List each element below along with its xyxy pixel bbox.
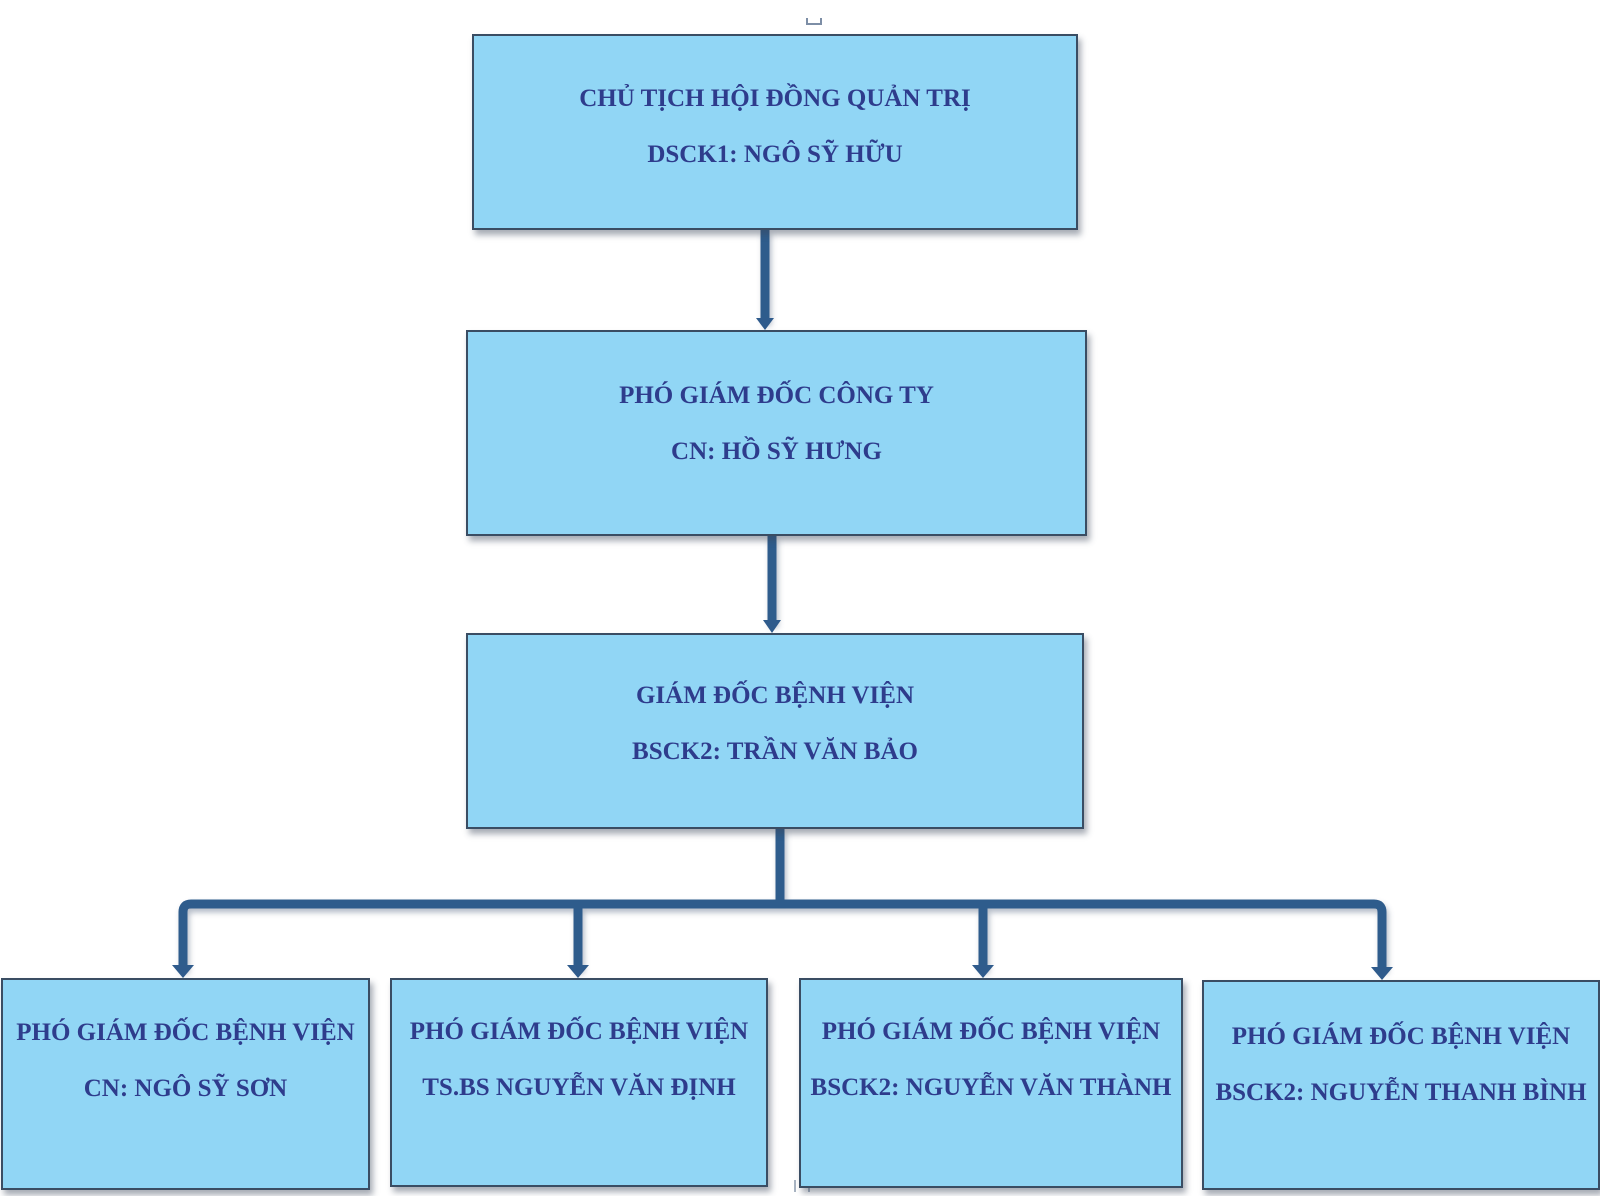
node-title: PHÓ GIÁM ĐỐC BỆNH VIỆN — [821, 1018, 1161, 1045]
node-person: BSCK2: NGUYỄN THANH BÌNH — [1215, 1079, 1587, 1106]
anchor-marker-top — [806, 18, 822, 25]
node-deputy-hospital-director-2: PHÓ GIÁM ĐỐC BỆNH VIỆN TS.BS NGUYỄN VĂN … — [390, 978, 768, 1187]
node-deputy-hospital-director-3: PHÓ GIÁM ĐỐC BỆNH VIỆN BSCK2: NGUYỄN VĂN… — [799, 978, 1183, 1188]
node-title: PHÓ GIÁM ĐỐC BỆNH VIỆN — [409, 1017, 749, 1045]
connector-bus — [178, 899, 1387, 970]
node-title: PHÓ GIÁM ĐỐC CÔNG TY — [619, 382, 934, 409]
arrowhead-deputy-3 — [972, 965, 994, 978]
arrowhead-director — [763, 620, 781, 633]
node-deputy-hospital-director-1: PHÓ GIÁM ĐỐC BỆNH VIỆN CN: NGÔ SỸ SƠN — [1, 978, 370, 1190]
node-person: CN: HỒ SỸ HƯNG — [671, 438, 882, 465]
node-person: BSCK2: NGUYỄN VĂN THÀNH — [810, 1074, 1172, 1101]
node-person: CN: NGÔ SỸ SƠN — [83, 1075, 288, 1102]
node-title: PHÓ GIÁM ĐỐC BỆNH VIỆN — [1231, 1023, 1571, 1050]
arrowhead-deputy-1 — [172, 965, 194, 978]
node-title: CHỦ TỊCH HỘI ĐỒNG QUẢN TRỊ — [579, 85, 971, 112]
node-hospital-director: GIÁM ĐỐC BỆNH VIỆN BSCK2: TRẦN VĂN BẢO — [466, 633, 1084, 829]
arrowhead-deputy-4 — [1371, 967, 1393, 980]
node-person: TS.BS NGUYỄN VĂN ĐỊNH — [422, 1073, 736, 1101]
node-title: GIÁM ĐỐC BỆNH VIỆN — [635, 682, 915, 709]
arrowhead-deputy-2 — [567, 965, 589, 978]
node-person: DSCK1: NGÔ SỸ HỮU — [647, 141, 903, 168]
node-title: PHÓ GIÁM ĐỐC BỆNH VIỆN — [16, 1019, 355, 1046]
node-person: BSCK2: TRẦN VĂN BẢO — [632, 738, 918, 765]
node-deputy-company-director: PHÓ GIÁM ĐỐC CÔNG TY CN: HỒ SỸ HƯNG — [466, 330, 1087, 536]
node-chairman: CHỦ TỊCH HỘI ĐỒNG QUẢN TRỊ DSCK1: NGÔ SỸ… — [472, 34, 1078, 230]
arrowhead-deputy-company — [756, 318, 774, 330]
node-deputy-hospital-director-4: PHÓ GIÁM ĐỐC BỆNH VIỆN BSCK2: NGUYỄN THA… — [1202, 980, 1600, 1190]
